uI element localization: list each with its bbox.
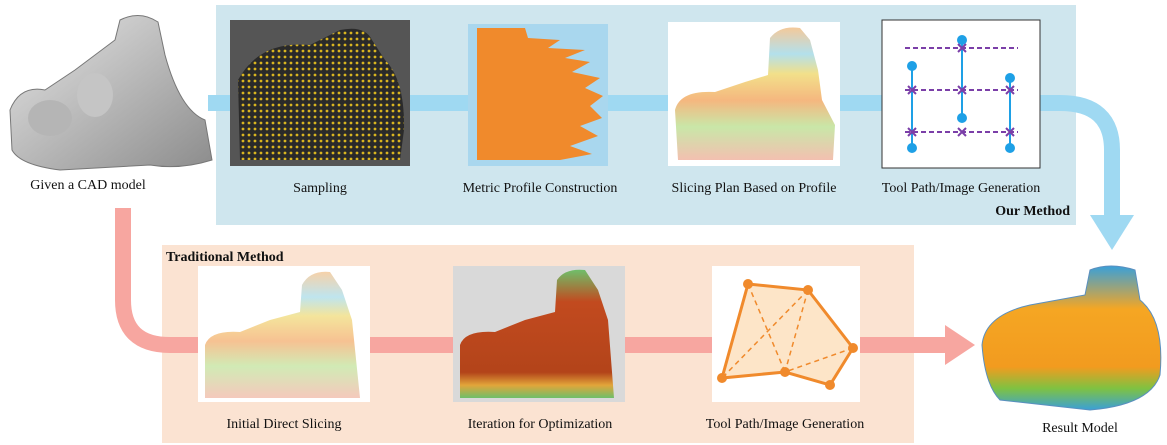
slicing-plan-image — [668, 22, 840, 166]
tool-path-image-our — [881, 19, 1041, 169]
step-tool-path-our-label: Tool Path/Image Generation — [881, 181, 1041, 196]
step-tool-path-traditional-label: Tool Path/Image Generation — [705, 417, 865, 432]
result-model-image — [981, 265, 1162, 411]
our-method-arrow-head — [1090, 215, 1134, 250]
cad-model-image — [9, 15, 213, 171]
our-method-title: Our Method — [995, 204, 1070, 219]
given-cad-model-label: Given a CAD model — [30, 178, 146, 193]
our-method-flow-arrow — [208, 95, 1120, 215]
result-model-label: Result Model — [1042, 421, 1118, 436]
step-initial-slicing-label: Initial Direct Slicing — [226, 417, 342, 432]
step-slicing-plan-label: Slicing Plan Based on Profile — [671, 181, 837, 196]
initial-slicing-image — [198, 266, 370, 402]
traditional-arrow-head — [945, 325, 975, 365]
step-metric-profile-label: Metric Profile Construction — [462, 181, 618, 196]
tool-path-image-traditional — [712, 266, 860, 402]
sampling-image — [230, 20, 410, 166]
step-iteration-label: Iteration for Optimization — [467, 417, 613, 432]
metric-profile-image — [468, 24, 608, 166]
iteration-image — [453, 266, 625, 402]
step-sampling-label: Sampling — [293, 181, 347, 196]
traditional-flow-arrow — [115, 208, 945, 353]
traditional-method-title: Traditional Method — [166, 250, 284, 265]
